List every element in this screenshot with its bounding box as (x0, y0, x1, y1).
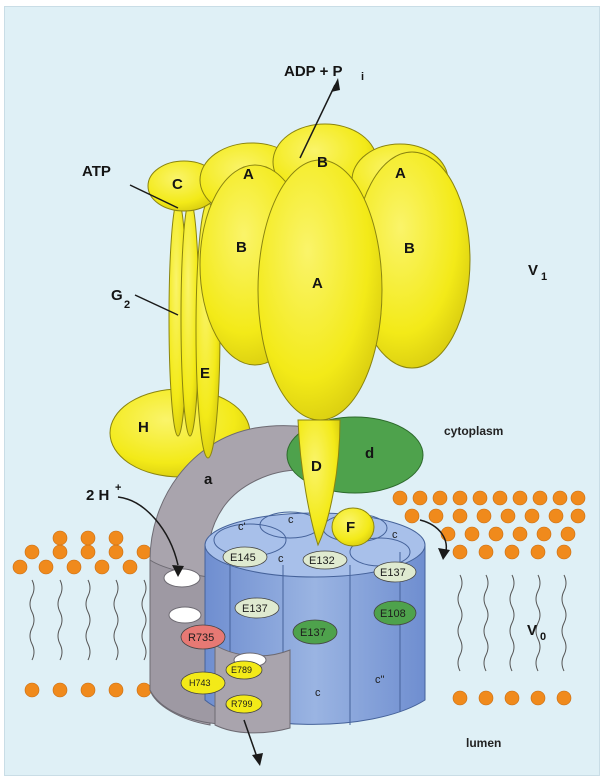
label-c-ring1: c (288, 514, 294, 526)
label-c-ring4: c (315, 687, 321, 699)
label-v0-sub: 0 (540, 631, 546, 643)
label-proton: 2 H (86, 487, 109, 504)
label-c-ring2: c (278, 553, 284, 565)
label-g-sub: 2 (124, 299, 130, 311)
hexamer (200, 124, 470, 420)
residue-e789: E789 (231, 665, 252, 675)
label-a-sub: a (204, 471, 213, 488)
residue-e108: E108 (380, 608, 406, 620)
label-c-dprime: c" (375, 674, 385, 686)
left-membrane (13, 531, 151, 697)
label-lumen: lumen (466, 736, 501, 750)
residue-r799: R799 (231, 699, 253, 709)
label-a-right: A (395, 165, 406, 182)
label-v0: V (527, 622, 537, 639)
label-d-small: d (365, 445, 374, 462)
label-c-ring3: c (392, 529, 398, 541)
label-g: G (111, 287, 123, 304)
label-c-prime: c' (238, 521, 246, 533)
label-cytoplasm: cytoplasm (444, 424, 503, 438)
label-b-top: B (317, 154, 328, 171)
label-c-top: C (172, 176, 183, 193)
residue-e132: E132 (309, 555, 335, 567)
residue-e145: E145 (230, 552, 256, 564)
residue-e137-right: E137 (380, 567, 406, 579)
label-f: F (346, 519, 355, 536)
residue-e137-left: E137 (242, 603, 268, 615)
label-v1: V (528, 262, 538, 279)
label-d-lower: D (311, 458, 322, 475)
label-b-left: B (236, 239, 247, 256)
label-proton-sup: + (115, 482, 121, 494)
label-e: E (200, 365, 210, 382)
label-h: H (138, 419, 149, 436)
label-adp: ADP + P (284, 63, 343, 80)
label-v1-sub: 1 (541, 271, 547, 283)
label-a-left: A (243, 166, 254, 183)
residue-r735: R735 (188, 632, 214, 644)
residue-h743: H743 (189, 678, 211, 688)
label-b-right: B (404, 240, 415, 257)
label-adp-sub: i (361, 71, 364, 83)
residue-e137-green: E137 (300, 627, 326, 639)
label-atp: ATP (82, 163, 111, 180)
label-a-center: A (312, 275, 323, 292)
